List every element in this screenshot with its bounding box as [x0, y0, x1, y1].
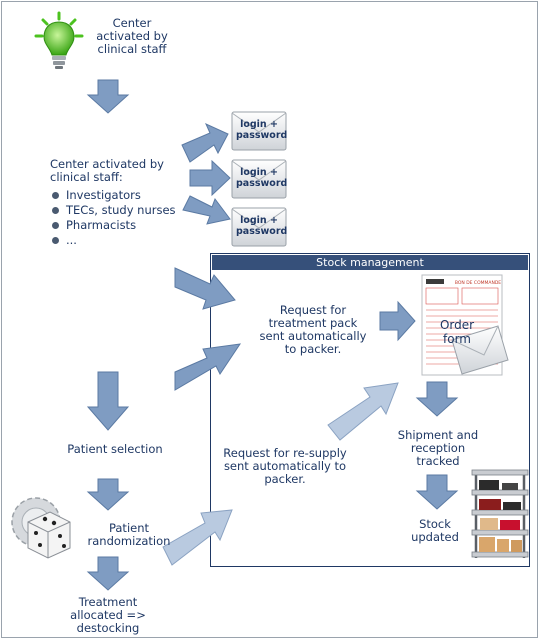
order-form-header: BON DE COMMANDE	[455, 280, 501, 286]
envelope-label: login + password	[236, 167, 288, 189]
envelope-icon	[231, 159, 287, 199]
envelope-label-line1: login +	[240, 215, 278, 226]
role-list: Investigators TECs, study nurses Pharmac…	[50, 188, 176, 248]
shipment-tracked-label: Shipment and reception tracked	[397, 428, 479, 468]
arrow-to-envelope-3	[182, 195, 231, 225]
envelope-icon	[231, 207, 287, 247]
order-form-icon: BON DE COMMANDE	[421, 274, 509, 376]
envelope-label-line2: password	[236, 178, 288, 189]
role-item: ...	[50, 233, 176, 248]
envelope-label-line2: password	[236, 130, 288, 141]
arrow-down-1	[86, 79, 130, 114]
arrow-down-2	[86, 371, 130, 431]
arrow-down-5	[415, 381, 459, 417]
stock-management-box	[210, 253, 530, 567]
arrow-down-6	[415, 474, 459, 510]
stock-updated-label: Stock updated	[411, 517, 459, 544]
request-pack-label: Request for treatment pack sent automati…	[259, 303, 367, 356]
dice-gear-icon	[11, 497, 71, 559]
patient-randomization-label: Patient randomization	[87, 521, 171, 548]
envelope-label-line2: password	[236, 226, 288, 237]
request-resupply-label: Request for re-supply sent automatically…	[223, 446, 347, 486]
arrow-to-request-pack	[174, 267, 236, 310]
center-activated-label: Center activated by clinical staff	[96, 16, 168, 56]
arrow-to-envelope-1	[181, 123, 229, 163]
arrow-to-envelope-2	[189, 159, 231, 197]
lightbulb-icon	[34, 11, 84, 69]
stock-shelf-icon	[471, 469, 529, 558]
role-item: Pharmacists	[50, 218, 176, 233]
center-activated-list-title: Center activated by clinical staff:	[50, 157, 164, 184]
envelope-label: login + password	[236, 215, 288, 237]
arrow-down-4	[86, 556, 130, 591]
stock-management-title: Stock management	[212, 255, 528, 270]
patient-selection-label: Patient selection	[67, 442, 163, 456]
arrow-resupply-to-order	[327, 382, 399, 441]
envelope-icon	[231, 111, 287, 151]
role-item: TECs, study nurses	[50, 203, 176, 218]
arrow-request-to-order	[379, 300, 416, 342]
arrow-selection-to-request	[174, 343, 242, 391]
envelope-label: login + password	[236, 119, 288, 141]
envelope-label-line1: login +	[240, 167, 278, 178]
envelope-icon	[451, 325, 509, 375]
treatment-allocated-label: Treatment allocated => destocking	[70, 595, 146, 635]
role-item: Investigators	[50, 188, 176, 203]
arrow-randomization-to-resupply	[162, 509, 233, 566]
order-form-label: Order form	[439, 318, 475, 346]
envelope-label-line1: login +	[240, 119, 278, 130]
arrow-down-3	[86, 478, 130, 511]
